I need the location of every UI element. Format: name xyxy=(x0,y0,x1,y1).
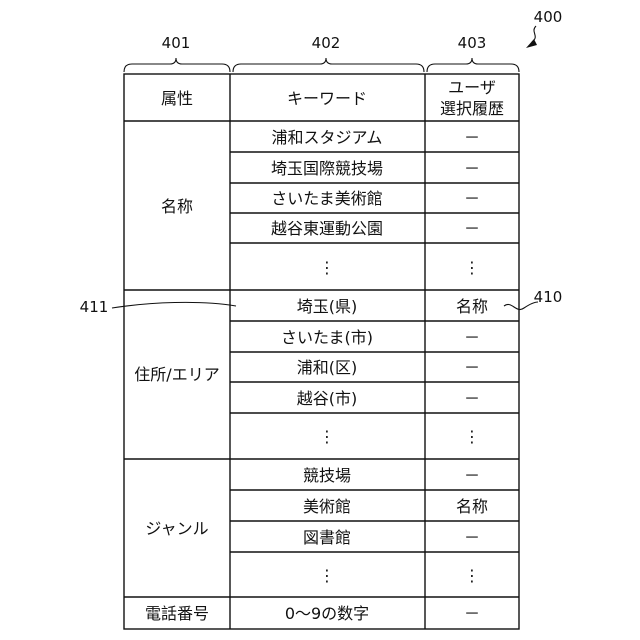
column-ref-403: 403 xyxy=(458,34,487,52)
keyword-cell: 浦和(区) xyxy=(297,358,358,377)
history-cell: － xyxy=(464,219,480,238)
attribute-name: 名称 xyxy=(161,197,193,216)
row-dividers xyxy=(230,152,519,552)
attribute-genre: ジャンル xyxy=(145,519,208,538)
history-cell: － xyxy=(464,528,480,547)
keyword-cell: 埼玉国際競技場 xyxy=(271,159,383,178)
attribute-phone: 電話番号 xyxy=(145,604,209,623)
keyword-cell: 越谷(市) xyxy=(297,389,358,408)
header-keyword: キーワード xyxy=(287,89,367,108)
keyword-cell: さいたま(市) xyxy=(281,328,373,347)
history-cell: － xyxy=(464,358,480,377)
history-cell: － xyxy=(464,328,480,347)
keyword-ellipsis: ⋮ xyxy=(319,566,335,585)
history-cell: － xyxy=(464,159,480,178)
history-cell: － xyxy=(464,604,480,623)
attribute-address: 住所/エリア xyxy=(134,365,219,384)
keyword-cell: 浦和スタジアム xyxy=(272,128,383,147)
history-ellipsis: ⋮ xyxy=(464,427,480,446)
history-cell: 名称 xyxy=(456,497,488,516)
column-ref-401: 401 xyxy=(162,34,191,52)
keyword-cell-saitama-pref: 埼玉(県) xyxy=(297,297,358,316)
keyword-cell: 0～9の数字 xyxy=(285,604,369,623)
history-cell: － xyxy=(464,189,480,208)
header-history-line2: 選択履歴 xyxy=(440,99,504,118)
history-cell-highlighted: 名称 xyxy=(456,297,488,316)
column-brace-401 xyxy=(124,58,230,72)
figure-ref-label: 400 xyxy=(534,8,563,26)
figure-ref-arrowhead xyxy=(526,39,537,48)
keyword-ellipsis: ⋮ xyxy=(319,258,335,277)
column-brace-403 xyxy=(427,58,519,72)
column-brace-402 xyxy=(233,58,424,72)
keyword-cell: さいたま美術館 xyxy=(271,189,383,208)
callout-411-leader xyxy=(112,302,236,308)
column-ref-402: 402 xyxy=(312,34,341,52)
history-cell: － xyxy=(464,466,480,485)
history-ellipsis: ⋮ xyxy=(464,258,480,277)
callout-410-label: 410 xyxy=(534,288,563,306)
history-ellipsis: ⋮ xyxy=(464,566,480,585)
keyword-cell: 美術館 xyxy=(303,497,351,516)
keyword-cell: 図書館 xyxy=(303,528,351,547)
keyword-cell: 越谷東運動公園 xyxy=(271,219,383,238)
keyword-ellipsis: ⋮ xyxy=(319,427,335,446)
header-attribute: 属性 xyxy=(161,89,193,108)
keyword-cell: 競技場 xyxy=(303,466,351,485)
header-history-line1: ユーザ xyxy=(448,78,496,97)
callout-411-label: 411 xyxy=(80,298,109,316)
history-cell: － xyxy=(464,128,480,147)
history-cell: － xyxy=(464,389,480,408)
